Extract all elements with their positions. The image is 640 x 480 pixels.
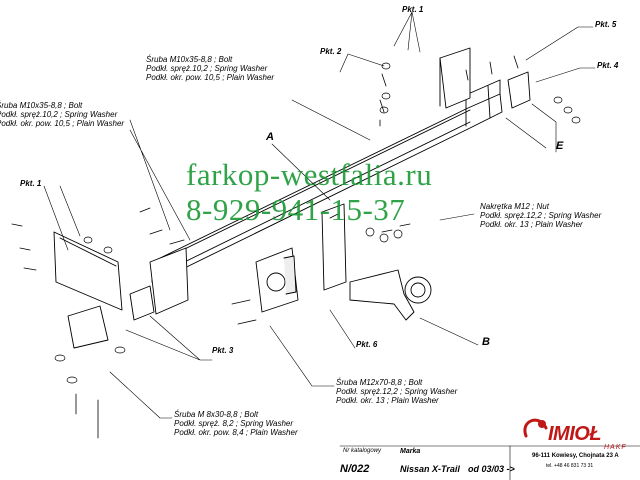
bolt-left-line-3: Podkł. okr. pow. 10,5 ; Plain Washer	[0, 119, 125, 128]
callout-b: B	[482, 336, 490, 348]
bolt-m12-line-2: Podkł. spręż.12,2 ; Spring Washer	[336, 387, 458, 396]
bolt-left-callout: Śruba M10x35-8,8 ; Bolt Podkł. spręż.10,…	[0, 101, 124, 128]
pkt-1-left: Pkt. 1	[20, 179, 42, 188]
logo-tel: tel. +48 46 831 73 31	[546, 463, 594, 469]
drop-plate	[321, 203, 347, 291]
bolt-top-callout: Śruba M10x35-8,8 ; Bolt Podkł. spręż.10,…	[146, 55, 274, 82]
bolt-m8-line-2: Podkł. spręż. 8,2 ; Spring Washer	[174, 419, 294, 428]
nut-right-line-1: Nakrętka M12 ; Nut	[480, 202, 549, 211]
bolt-m12-line-1: Śruba M12x70-8,8 ; Bolt	[336, 378, 423, 387]
pkt-2: Pkt. 2	[320, 47, 342, 56]
bolt-top-line-2: Podkł. spręż.10,2 ; Spring Washer	[146, 64, 268, 73]
pkt-4: Pkt. 4	[597, 61, 619, 70]
bolt-top-line-3: Podkł. okr. pow. 10,5 ; Plain Washer	[146, 73, 275, 82]
bolt-left-line-2: Podkł. spręż.10,2 ; Spring Washer	[0, 110, 118, 119]
nut-right-callout: Nakrętka M12 ; Nut Podkł. spręż.12,2 ; S…	[480, 202, 601, 229]
leader-lines	[43, 11, 596, 419]
logo-name: IMIOŁ	[548, 423, 602, 445]
watermark-site: farkop-westfalia.ru	[186, 157, 433, 192]
right-bracket	[439, 47, 531, 109]
pkt-6: Pkt. 6	[356, 340, 378, 349]
socket-plate	[255, 247, 299, 313]
callout-e: E	[556, 140, 564, 152]
callout-a: A	[266, 131, 274, 143]
bolt-m12-callout: Śruba M12x70-8,8 ; Bolt Podkł. spręż.12,…	[336, 378, 457, 405]
nut-right-line-2: Podkł. spręż.12,2 ; Spring Washer	[480, 211, 602, 220]
catalog-number: N/022	[340, 463, 370, 475]
bolt-m8-line-3: Podkł. okr. pow. 8,4 ; Plain Washer	[174, 428, 298, 437]
washers	[54, 62, 581, 384]
vehicle-model: Nissan X-Trail	[400, 464, 460, 474]
bolt-top-line-1: Śruba M10x35-8,8 ; Bolt	[146, 55, 233, 64]
tow-ball	[349, 269, 432, 321]
nut-right-line-3: Podkł. okr. 13 ; Plain Washer	[480, 220, 583, 229]
bolt-m8-line-1: Śruba M 8x30-8,8 ; Bolt	[174, 410, 259, 419]
left-bracket	[53, 231, 189, 349]
bolt-m8-callout: Śruba M 8x30-8,8 ; Bolt Podkł. spręż. 8,…	[174, 410, 298, 437]
pkt-1-top: Pkt. 1	[402, 5, 424, 14]
catalog-caption: Nr katalogowy	[343, 448, 382, 454]
logo-address: 96-111 Kowiesy, Chojnata 23 A	[532, 453, 619, 459]
bolt-left-line-1: Śruba M10x35-8,8 ; Bolt	[0, 101, 83, 110]
pkt-5: Pkt. 5	[595, 20, 617, 29]
pkt-3: Pkt. 3	[212, 346, 234, 355]
watermark-phone: 8-929-941-15-37	[186, 192, 406, 227]
logo-sub: HAKF	[604, 444, 627, 451]
vehicle-date: od 03/03 ->	[468, 464, 515, 474]
bolt-m12-line-3: Podkł. okr. 13 ; Plain Washer	[336, 396, 439, 405]
brand-caption: Marka	[400, 448, 421, 455]
bolts	[11, 55, 519, 439]
